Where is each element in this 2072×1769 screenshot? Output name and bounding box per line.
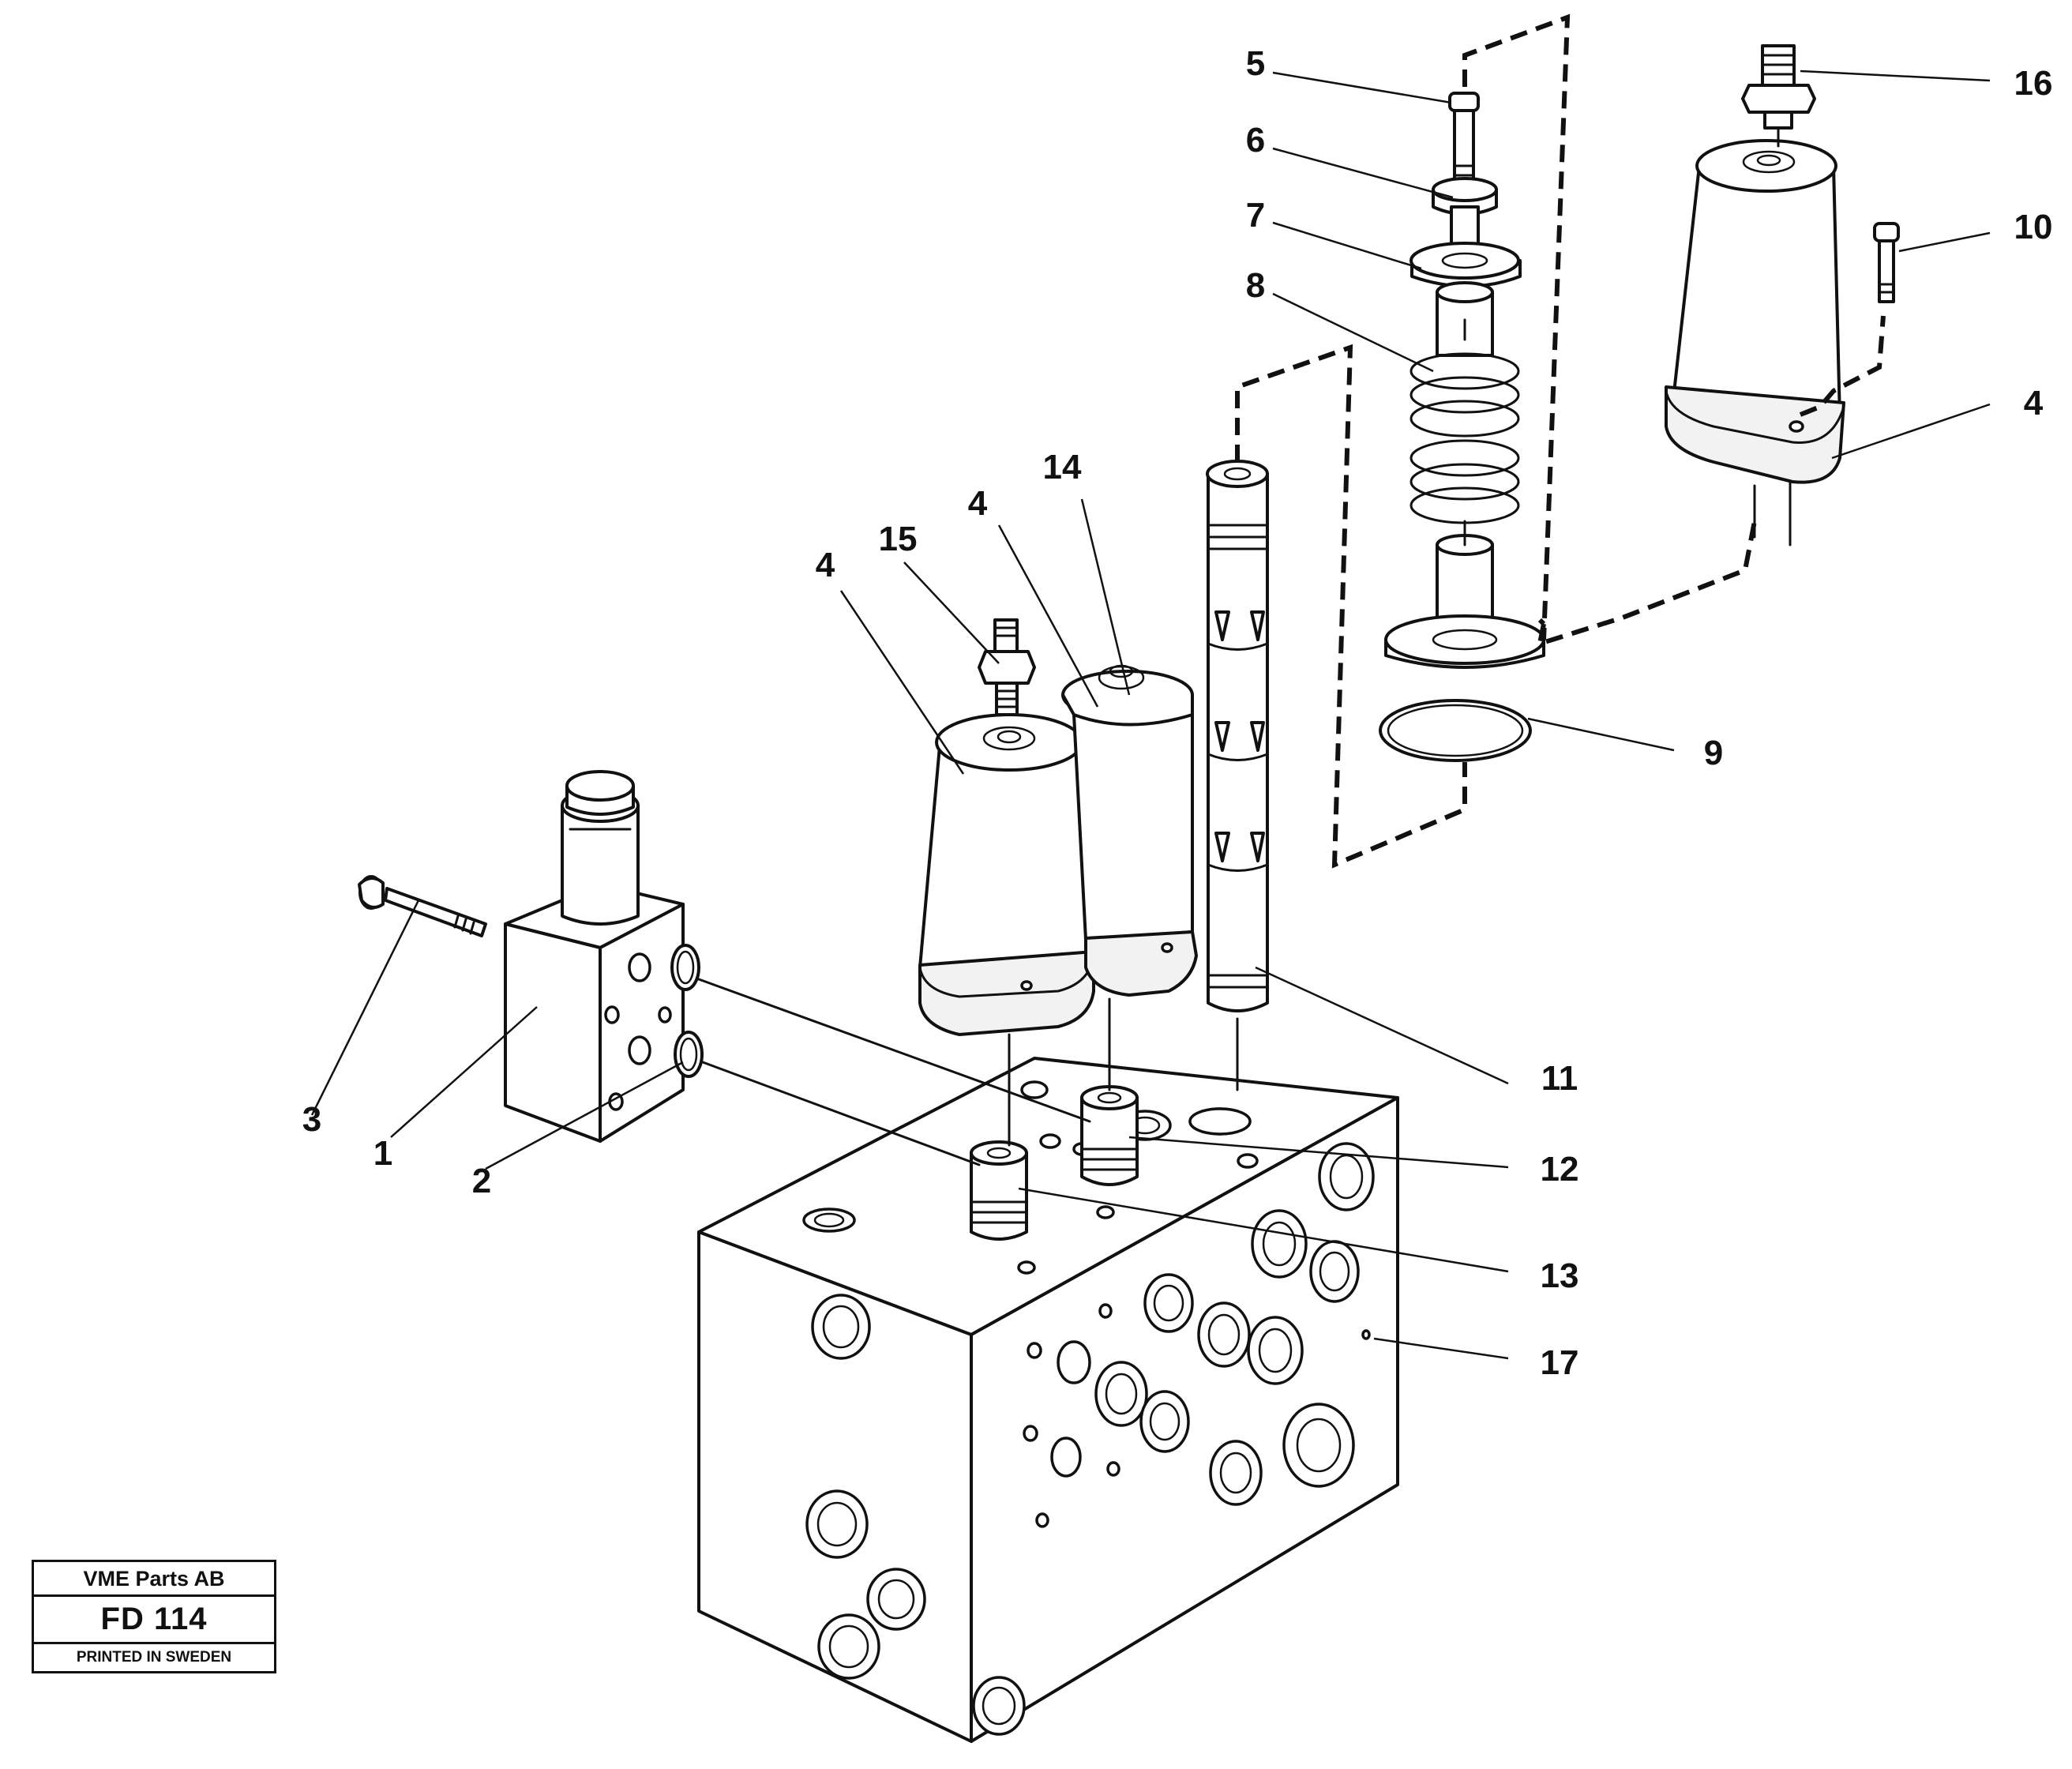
valve-spool-11 <box>1206 460 1269 1012</box>
label-8: 8 <box>1246 266 1265 305</box>
label-1: 1 <box>373 1134 392 1173</box>
part-labels: 1 2 3 4 4 4 4 5 6 7 8 9 10 11 12 13 14 1… <box>302 44 2053 1382</box>
valve-section-1 <box>504 770 685 1143</box>
label-2: 2 <box>472 1162 491 1200</box>
label-5: 5 <box>1246 44 1265 83</box>
label-6: 6 <box>1246 121 1265 160</box>
o-ring-9 <box>1379 699 1532 762</box>
label-9: 9 <box>1704 734 1723 772</box>
title-block-printed: PRINTED IN SWEDEN <box>76 1649 232 1666</box>
label-4-left: 4 <box>816 546 835 584</box>
bolt-3 <box>358 875 487 937</box>
screw-5 <box>1448 92 1480 191</box>
spring-8 <box>1384 281 1545 669</box>
label-16: 16 <box>2014 64 2053 103</box>
label-13: 13 <box>1541 1256 1579 1295</box>
label-14: 14 <box>1043 448 1082 486</box>
plug-13 <box>970 1140 1028 1241</box>
spring-seat-7 <box>1409 205 1522 288</box>
label-12: 12 <box>1541 1150 1579 1189</box>
label-17: 17 <box>1541 1343 1579 1382</box>
fitting-16 <box>1741 44 1816 130</box>
title-block: VME Parts AB FD 114 PRINTED IN SWEDEN <box>32 1560 276 1673</box>
label-11: 11 <box>1541 1059 1578 1098</box>
manifold-block-17 <box>697 1057 1399 1743</box>
alignment-lines <box>697 126 1792 1166</box>
label-4-middle: 4 <box>968 484 988 523</box>
label-7: 7 <box>1246 196 1265 235</box>
label-4-right: 4 <box>2024 384 2044 423</box>
title-block-code: FD 114 <box>34 1597 274 1644</box>
dashed-assembly-lines <box>1235 13 1886 869</box>
screw-10 <box>1873 222 1900 303</box>
label-10: 10 <box>2014 208 2053 246</box>
filter-housing-right <box>1665 139 1845 484</box>
filter-housing-left <box>918 713 1095 1036</box>
plug-12 <box>1080 1085 1139 1186</box>
filter-housing-14 <box>1061 664 1198 997</box>
label-15: 15 <box>879 520 918 558</box>
leader-lines <box>310 69 1991 1360</box>
fitting-15 <box>978 618 1036 716</box>
title-block-company: VME Parts AB <box>34 1562 274 1597</box>
label-3: 3 <box>302 1100 321 1139</box>
seal-rings-2 <box>670 944 704 1078</box>
